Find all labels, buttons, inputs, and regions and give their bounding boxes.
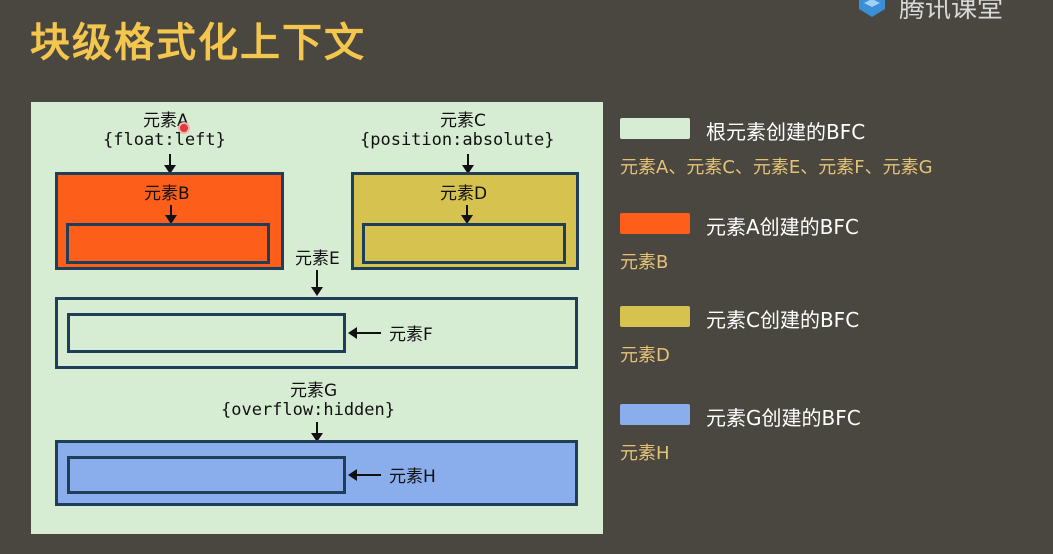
arrow-down-icon	[164, 154, 176, 174]
legend-swatch-g	[620, 404, 690, 425]
arrow-left-icon	[348, 327, 381, 339]
arrow-down-icon	[165, 205, 177, 224]
element-d-box	[362, 223, 566, 264]
element-b-label: 元素B	[144, 184, 190, 204]
legend-title-c: 元素C创建的BFC	[706, 308, 860, 332]
legend-sub-c: 元素D	[620, 345, 670, 366]
element-f-box	[67, 313, 346, 353]
element-e-label: 元素E	[295, 249, 340, 269]
legend-swatch-c	[620, 306, 690, 327]
cursor-pointer-icon	[178, 122, 190, 134]
element-b-box	[66, 223, 270, 264]
element-c-style: {position:absolute}	[360, 130, 555, 150]
legend-title-a: 元素A创建的BFC	[706, 215, 859, 239]
element-g-label: 元素G	[290, 381, 338, 401]
element-h-box	[67, 456, 346, 494]
tencent-classroom-logo: 腾讯课堂	[855, 0, 1003, 25]
arrow-down-icon	[462, 154, 474, 174]
page-title: 块级格式化上下文	[30, 20, 366, 66]
element-e-box: 元素F	[55, 297, 578, 369]
legend-sub-a: 元素B	[620, 252, 669, 273]
logo-icon	[859, 0, 885, 17]
element-a-style: {float:left}	[103, 130, 226, 150]
arrow-left-icon	[348, 469, 381, 481]
element-c-box: 元素D	[351, 172, 579, 270]
bfc-diagram-panel: 元素A {float:left} 元素B 元素C {position:absol…	[31, 102, 603, 534]
arrow-down-icon	[461, 205, 473, 224]
element-c-label: 元素C	[440, 111, 486, 131]
element-a-label: 元素A	[143, 111, 189, 131]
legend-title-root: 根元素创建的BFC	[706, 120, 866, 144]
element-f-label: 元素F	[389, 325, 433, 345]
legend-sub-g: 元素H	[620, 443, 670, 464]
legend-sub-root: 元素A、元素C、元素E、元素F、元素G	[620, 157, 933, 178]
arrow-down-icon	[311, 422, 323, 442]
logo-text: 腾讯课堂	[899, 0, 1004, 24]
legend-title-g: 元素G创建的BFC	[706, 406, 861, 430]
arrow-down-icon	[311, 270, 323, 296]
legend-swatch-root	[620, 118, 690, 139]
legend-swatch-a	[620, 213, 690, 234]
element-h-label: 元素H	[389, 467, 436, 487]
element-d-label: 元素D	[440, 184, 488, 204]
element-g-style: {overflow:hidden}	[221, 400, 395, 420]
element-g-box: 元素H	[55, 440, 578, 506]
element-a-box: 元素B	[55, 172, 284, 270]
